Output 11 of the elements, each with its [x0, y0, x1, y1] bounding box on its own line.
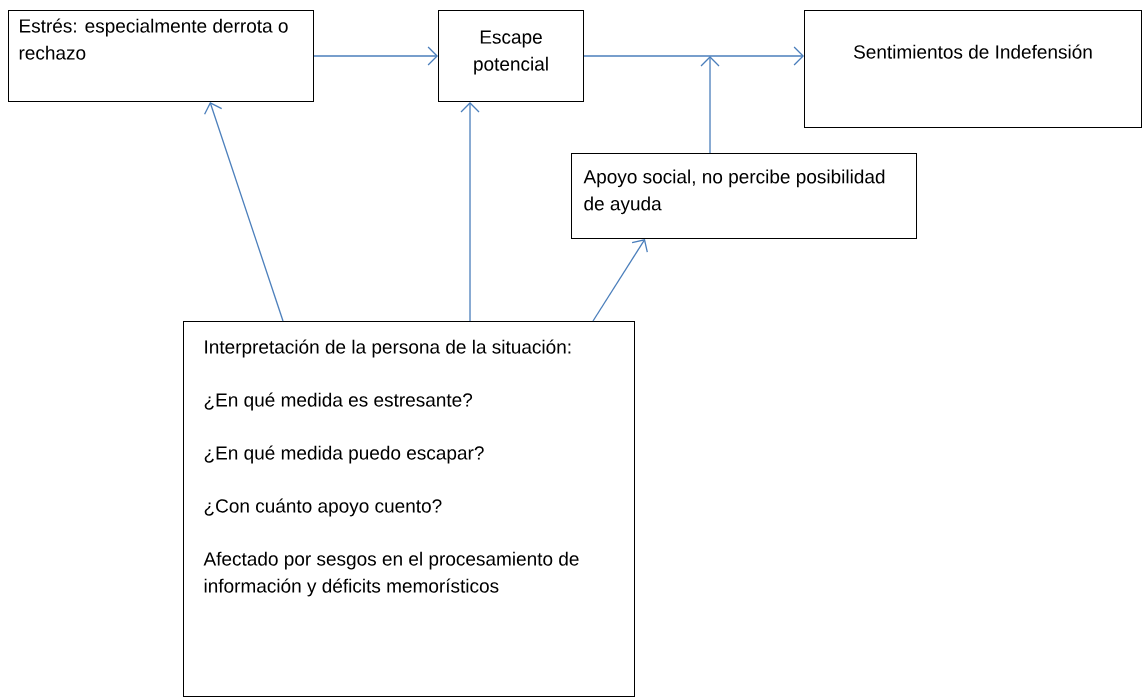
arrow — [203, 102, 284, 322]
arrow — [583, 46, 804, 66]
text-box: Estrés: especialmente derrota o rechazo — [8, 10, 314, 102]
arrow — [313, 46, 438, 66]
text-box: Interpretación de la persona de la situación: ¿En qué medida es estresante? ¿En qué medida puedo escapar? ¿Con cuánto apoyo cuento? Afectado por sesgos en el procesamiento de información y déficits memorísticos — [183, 321, 635, 697]
arrow — [460, 102, 480, 322]
text-box: Sentimientos de Indefensión — [804, 10, 1142, 128]
arrow — [592, 239, 648, 322]
text-box: Apoyo social, no percibe posibilidad de ayuda — [571, 153, 917, 239]
text-box: Escape potencial — [438, 10, 584, 102]
arrow — [700, 56, 720, 154]
